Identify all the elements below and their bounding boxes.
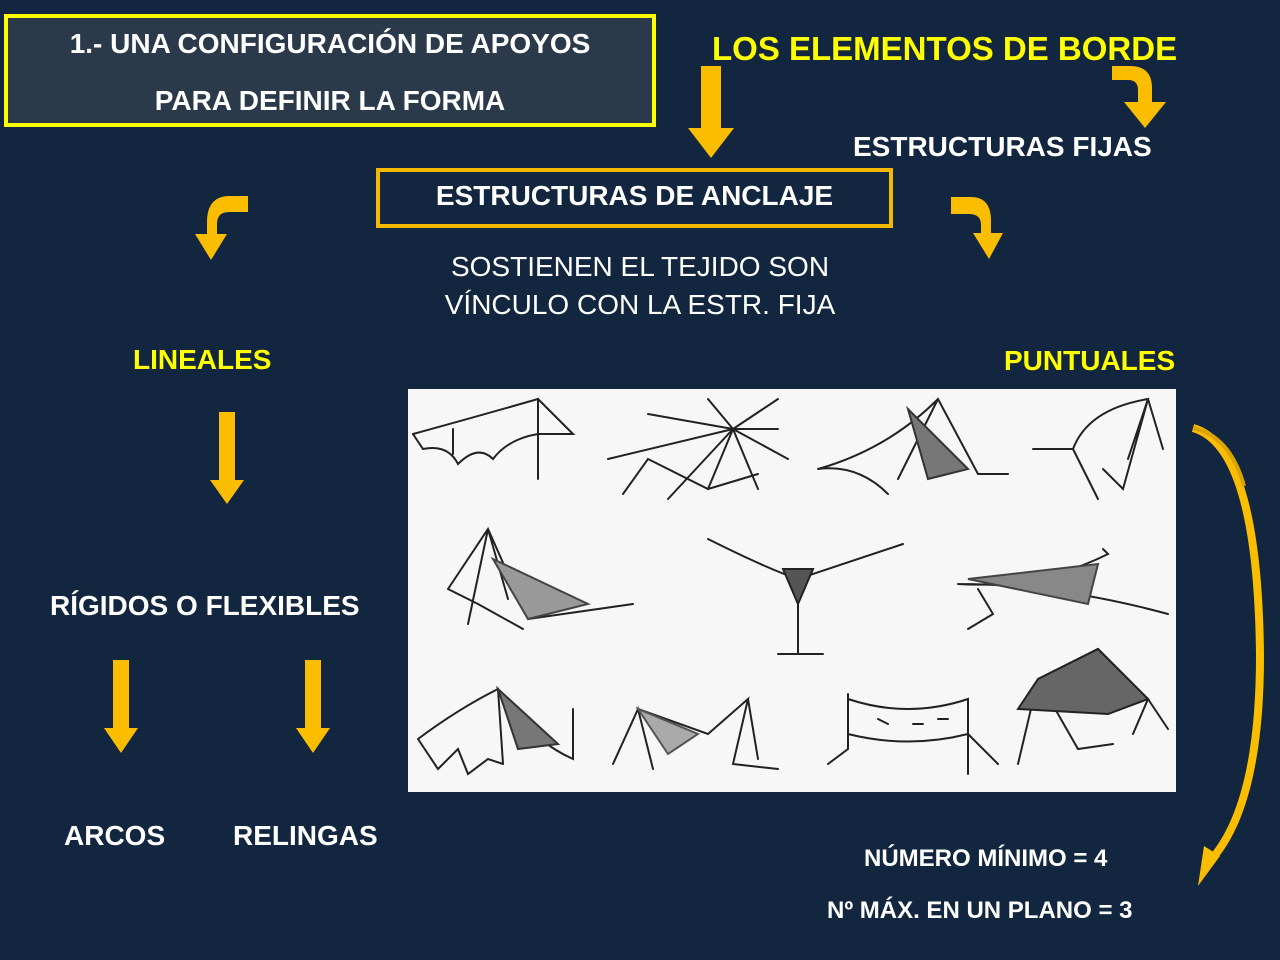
title-line-2: PARA DEFINIR LA FORMA [154, 85, 506, 116]
label-puntuales: PUNTUALES [1004, 345, 1176, 376]
label-estructuras-fijas: ESTRUCTURAS FIJAS [853, 131, 1152, 162]
label-numero-minimo: NÚMERO MÍNIMO = 4 [864, 845, 1108, 872]
label-arcos: ARCOS [64, 820, 166, 851]
curved-arrow-right-down-icon [1112, 66, 1166, 128]
description-line-2: VÍNCULO CON LA ESTR. FIJA [444, 289, 836, 320]
label-rigidos-flexibles: RÍGIDOS O FLEXIBLES [50, 590, 360, 621]
label-estructuras-anclaje: ESTRUCTURAS DE ANCLAJE [435, 180, 834, 211]
label-numero-maximo: Nº MÁX. EN UN PLANO = 3 [827, 897, 1133, 924]
description: SOSTIENEN EL TEJIDO SON VÍNCULO CON LA E… [380, 248, 900, 324]
arrow-down-icon [104, 660, 138, 753]
arrow-down-icon [296, 660, 330, 753]
arrow-down-icon [688, 66, 734, 158]
curved-arrow-right-down-icon [951, 197, 1003, 259]
tensile-structures-sketch-image [408, 389, 1176, 792]
heading-elementos-de-borde: LOS ELEMENTOS DE BORDE [712, 30, 1178, 67]
label-lineales: LINEALES [133, 344, 272, 375]
description-line-1: SOSTIENEN EL TEJIDO SON [450, 251, 830, 282]
curved-arrow-left-down-icon [195, 196, 248, 260]
anclaje-box: ESTRUCTURAS DE ANCLAJE [376, 168, 893, 228]
arrow-down-icon [210, 412, 244, 504]
title-box: 1.- UNA CONFIGURACIÓN DE APOYOS PARA DEF… [4, 14, 656, 127]
title-line-1: 1.- UNA CONFIGURACIÓN DE APOYOS [69, 28, 591, 59]
label-relingas: RELINGAS [233, 820, 378, 851]
sketch-drawings [412, 397, 1169, 776]
curved-arrow-long-icon [1191, 424, 1265, 886]
